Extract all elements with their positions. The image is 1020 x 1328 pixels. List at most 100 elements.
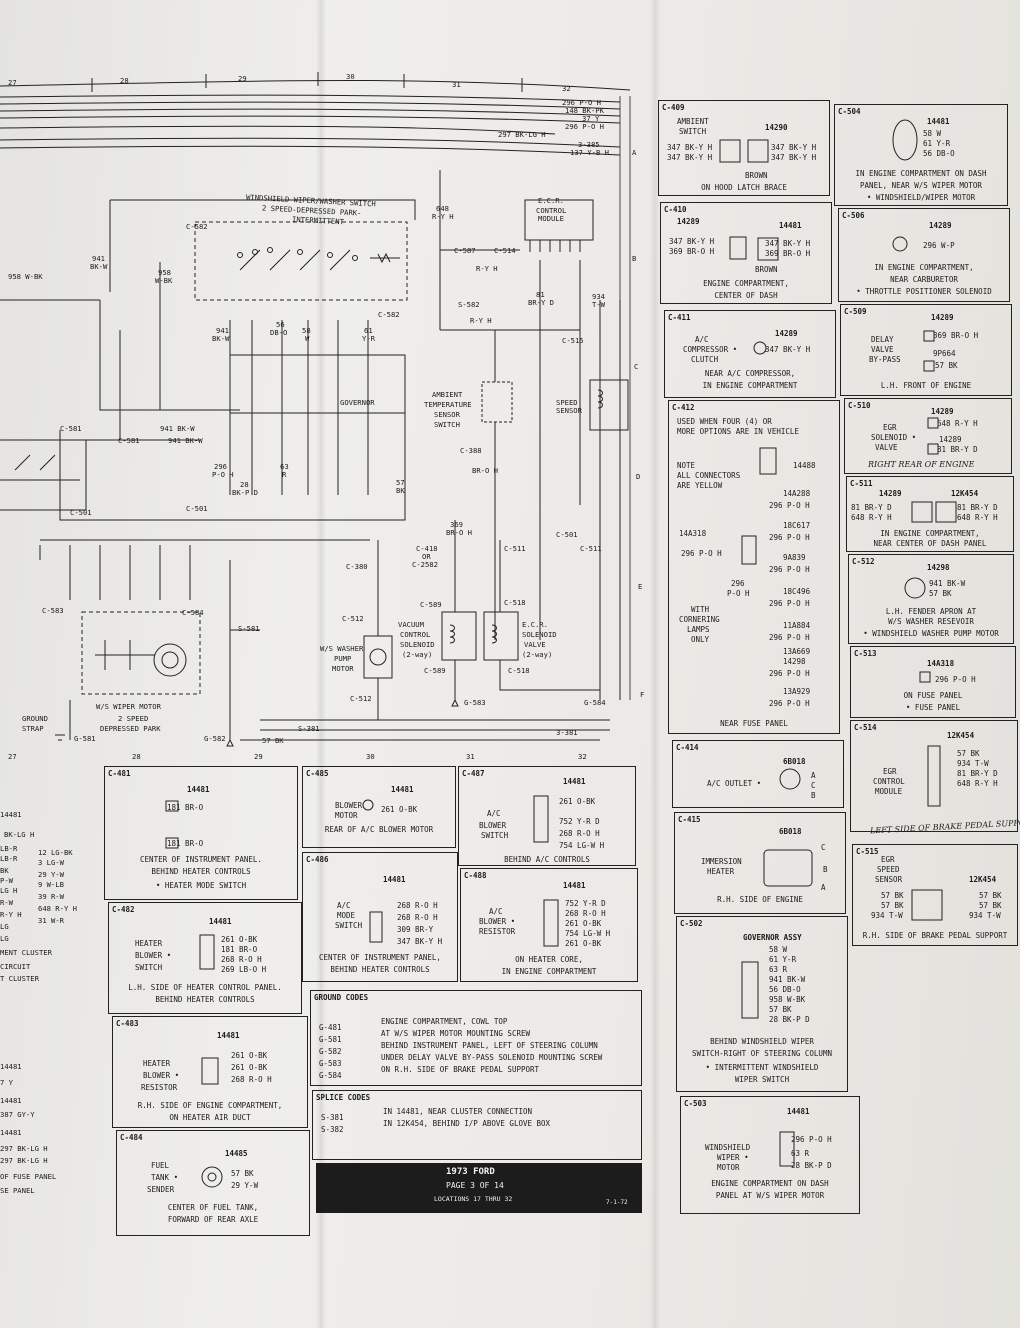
connector-box-c411: C-411 14289 A/C COMPRESSOR • CLUTCH 347 … [664, 310, 836, 398]
connector-box-c512: C-512 14298 941 BK-W 57 BK L.H. FENDER A… [848, 554, 1014, 644]
wire-label: W-BK [155, 276, 173, 285]
left-edge-label: BK-LG H [4, 830, 35, 839]
connector-box-c515: C-515 EGR SPEED SENSOR 12K454 57 BK 57 B… [852, 844, 1018, 946]
row-letter: D [636, 472, 641, 481]
bus-wire-label: 148 BK-PK [565, 106, 604, 115]
wire-label: 57 [396, 478, 405, 487]
left-edge-label: OF FUSE PANEL [0, 1172, 57, 1181]
sensor-label: SENSOR [434, 410, 460, 419]
connector-box-c481: C-481 14481 181 BR-O 181 BR-O CENTER OF … [104, 766, 298, 900]
row-letter: A [632, 148, 637, 157]
bus-wire-label: 296 P-O H [565, 122, 604, 131]
left-edge-label: 7 Y [0, 1078, 13, 1087]
connector-label: C-418 [416, 544, 438, 553]
left-edge-label: MENT CLUSTER [0, 948, 52, 957]
connector-label: C-511 [580, 544, 602, 553]
connector-label: C-584 [182, 608, 204, 617]
title-model: 1973 FORD [446, 1167, 495, 1177]
paper-fold [316, 0, 326, 1328]
wire-label: 941 BK-W [168, 436, 203, 445]
connector-box-c506: C-506 14289 296 W-P IN ENGINE COMPARTMEN… [838, 208, 1010, 302]
left-edge-label: 14481 [0, 1128, 22, 1137]
solenoid-label: SOLENOID [522, 630, 557, 639]
pump-label: MOTOR [332, 664, 354, 673]
connector-box-c484: C-484 14485 FUEL TANK • SENDER 57 BK 29 … [116, 1130, 310, 1236]
left-edge-label: P-W [0, 876, 13, 885]
left-edge-label: 14481 [0, 1096, 22, 1105]
connector-box-c410: C-410 14289 14481 347 BK-Y H 369 BR-O H … [660, 202, 832, 304]
pump-label: W/S WASHER [320, 644, 364, 653]
left-edge-label: 297 BK-LG H [0, 1144, 48, 1153]
solenoid-label: (2-way) [402, 650, 433, 659]
connector-label: C-581 [60, 424, 82, 433]
connector-box-c409: C-409 AMBIENT SWITCH 14290 347 BK-Y H 34… [658, 100, 830, 196]
wire-label: 81 [536, 290, 545, 299]
left-edge-label: SE PANEL [0, 1186, 35, 1195]
connector-label: C-582 [186, 222, 208, 231]
solenoid-label: VACUUM [398, 620, 424, 629]
wire-label: 941 [216, 326, 229, 335]
ground-label: G-581 [74, 734, 96, 743]
wire-label: BR-O H [472, 466, 498, 475]
column-27: 27 [8, 78, 17, 87]
wire-label: Y-R [362, 334, 375, 343]
connector-label: C-501 [186, 504, 208, 513]
wiper-motor-sub: DEPRESSED PARK [100, 724, 161, 733]
ground-codes-table: GROUND CODES G-481 ENGINE COMPARTMENT, C… [310, 990, 642, 1086]
wire-label: 63 [280, 462, 289, 471]
connector-label: C-589 [424, 666, 446, 675]
module-title: MODULE [538, 214, 564, 223]
splice-codes-table: SPLICE CODES S-381 IN 14481, NEAR CLUSTE… [312, 1090, 642, 1160]
left-edge-label: LG H [0, 886, 18, 895]
wire-label: 58 [302, 326, 311, 335]
title-page: PAGE 3 OF 14 [446, 1181, 504, 1190]
wire-label: R-Y H [470, 316, 492, 325]
wire-label: 941 BK-W [160, 424, 195, 433]
paper-fold [650, 0, 660, 1328]
bus-wire-label: 296 P-O H [562, 98, 601, 107]
left-edge-wire: 29 Y-W [38, 870, 64, 879]
title-date: 7-1-72 [606, 1199, 628, 1206]
connector-box-c510: C-510 14289 EGR SOLENOID • VALVE 648 R-Y… [844, 398, 1012, 474]
connector-box-c514: C-514 12K454 EGR CONTROL MODULE 57 BK 93… [850, 720, 1018, 832]
bus-wire-label: 137 Y-B H [570, 148, 609, 157]
solenoid-label: SOLENOID [400, 640, 435, 649]
wire-label: BR-Y D [528, 298, 554, 307]
wire-label: BK-W [90, 262, 108, 271]
wire-label: 57 BK [262, 736, 284, 745]
column-32-bottom: 32 [578, 752, 587, 761]
module-title: CONTROL [536, 206, 567, 215]
bus-wire-label: 3-385 [578, 140, 600, 149]
solenoid-label: CONTROL [400, 630, 431, 639]
left-edge-label: 14481 [0, 810, 22, 819]
wire-label: P-O H [212, 470, 234, 479]
wiper-motor-title: W/S WIPER MOTOR [96, 702, 161, 711]
column-27-bottom: 27 [8, 752, 17, 761]
splice-label: S-582 [458, 300, 480, 309]
row-letter: F [640, 690, 645, 699]
connector-box-c488: C-488 14481 A/C BLOWER • RESISTOR 752 Y-… [460, 868, 638, 982]
left-edge-wire: 39 R-W [38, 892, 64, 901]
row-letter: E [638, 582, 643, 591]
connector-label: C-512 [342, 614, 364, 623]
connector-box-c485: C-485 14481 BLOWER MOTOR 261 O-BK REAR O… [302, 766, 456, 848]
wire-label: R [282, 470, 287, 479]
splice-label: S-581 [238, 624, 260, 633]
connector-box-c502: C-502 GOVERNOR ASSY 58 W 61 Y-R 63 R 941… [676, 916, 848, 1092]
handwritten-note: RIGHT REAR OF ENGINE [868, 460, 975, 469]
connector-box-c511: C-511 14289 12K454 81 BR-Y D 648 R-Y H 8… [846, 476, 1014, 552]
wire-label: 941 [92, 254, 105, 263]
left-edge-label: BK [0, 866, 9, 875]
column-29: 29 [238, 74, 247, 83]
column-32: 32 [562, 84, 571, 93]
connector-box-c509: C-509 14289 DELAY VALVE BY-PASS 369 BR-O… [840, 304, 1012, 396]
connector-label: C-582 [378, 310, 400, 319]
wire-label: BR-O H [446, 528, 472, 537]
left-edge-label: LB-R [0, 844, 18, 853]
wire-label: 296 [214, 462, 227, 471]
wire-label: BK [396, 486, 405, 495]
left-edge-label: LG [0, 934, 9, 943]
left-edge-label: 387 GY-Y [0, 1110, 35, 1119]
